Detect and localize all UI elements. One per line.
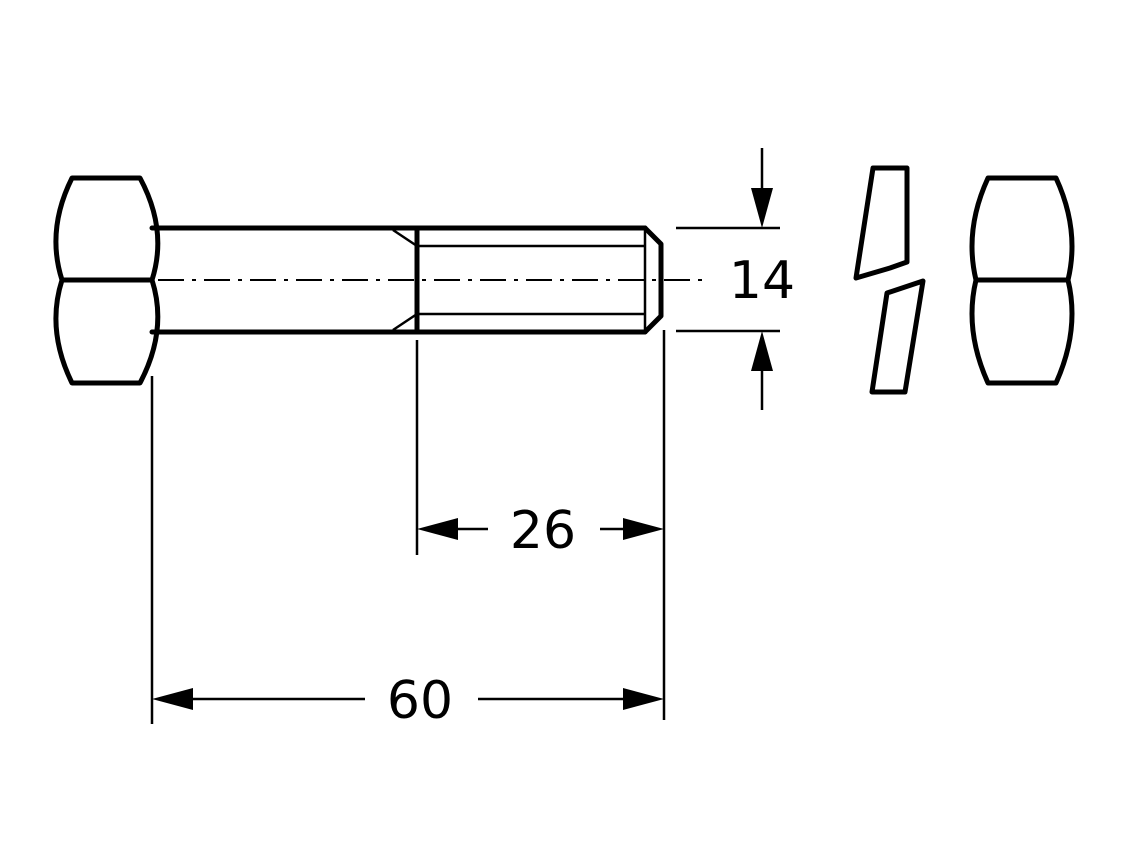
arrow-left-icon	[417, 518, 458, 540]
diameter-label: 14	[729, 251, 795, 311]
bolt-head	[53, 175, 161, 386]
thread-length-label: 26	[510, 501, 576, 561]
dimension-thread-length: 26	[415, 330, 666, 720]
dimension-bolt-length: 60	[150, 376, 664, 731]
arrow-down-icon	[751, 188, 773, 228]
bolt-shank	[149, 225, 664, 335]
dimension-diameter: 14	[676, 148, 795, 410]
arrow-right-icon	[623, 688, 664, 710]
arrow-left-icon	[152, 688, 193, 710]
bolt-length-label: 60	[387, 671, 453, 731]
arrow-up-icon	[751, 331, 773, 371]
hex-nut	[969, 175, 1075, 386]
arrow-right-icon	[623, 518, 664, 540]
lock-washer	[853, 165, 926, 395]
